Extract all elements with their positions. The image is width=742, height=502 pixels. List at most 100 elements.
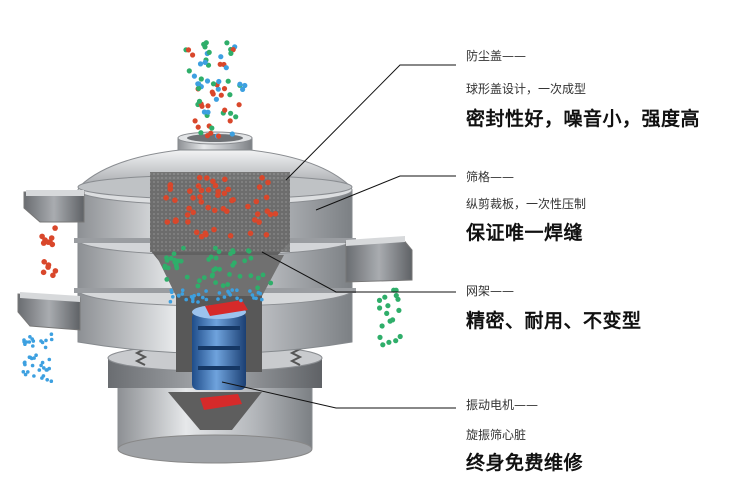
particle [396, 307, 402, 313]
particle [177, 294, 181, 298]
particle [237, 81, 243, 87]
particle [209, 273, 215, 279]
particle [196, 85, 202, 91]
particle [32, 356, 36, 360]
particle [205, 187, 212, 193]
particle [197, 194, 203, 200]
particle [40, 376, 44, 380]
particle [195, 183, 202, 189]
particle [225, 78, 231, 84]
particle [48, 235, 55, 241]
particle [172, 197, 178, 203]
particle [242, 258, 248, 264]
particle [268, 280, 274, 286]
particle [239, 298, 243, 303]
particle [168, 299, 173, 304]
particle [203, 40, 209, 46]
particle [233, 114, 239, 120]
particle [30, 363, 35, 368]
particle [235, 288, 239, 293]
particle [237, 273, 243, 279]
particle [204, 78, 211, 84]
particle [228, 110, 234, 116]
particle [227, 118, 233, 124]
particle [23, 342, 27, 347]
particle [195, 124, 201, 130]
particle [49, 332, 54, 337]
particle [196, 292, 201, 297]
particle [21, 370, 26, 374]
particle [248, 255, 254, 261]
particle [247, 230, 254, 237]
particle [171, 251, 177, 257]
callout-lid-subtitle: 球形盖设计，一次成型 [466, 82, 587, 96]
particle [253, 198, 260, 205]
particle [185, 219, 191, 225]
particle [197, 61, 204, 67]
particle [221, 86, 228, 92]
particle-flow [21, 40, 403, 384]
particle [260, 297, 264, 302]
particle [213, 255, 219, 261]
particle [379, 323, 385, 329]
particle [221, 190, 228, 197]
particle [165, 265, 171, 271]
particle [213, 280, 219, 285]
particle [218, 92, 224, 98]
particle [27, 355, 32, 360]
particle [235, 296, 239, 301]
particle [216, 133, 222, 139]
particle [198, 187, 205, 194]
particle [202, 44, 208, 50]
particle [198, 199, 205, 205]
particle [22, 338, 26, 342]
particle [210, 178, 216, 185]
particle [52, 268, 59, 274]
particle [248, 289, 252, 293]
particle [198, 130, 204, 136]
particle [211, 207, 218, 214]
particle [216, 249, 222, 255]
particle [32, 374, 36, 378]
particle [198, 76, 204, 82]
particle [44, 338, 48, 343]
particle [236, 102, 242, 108]
particle [228, 251, 233, 257]
vibration-motor [192, 300, 248, 410]
particle [220, 205, 227, 212]
particle [215, 192, 221, 198]
particle [215, 86, 221, 92]
top-eccentric-weight [205, 300, 248, 316]
particle [211, 267, 217, 273]
particle [30, 337, 34, 341]
particle [240, 86, 246, 92]
particle [49, 379, 54, 384]
particle [208, 130, 214, 136]
particle [256, 184, 263, 190]
particle [255, 275, 261, 281]
particle [50, 272, 56, 279]
particle [178, 258, 184, 264]
particle [204, 289, 208, 293]
particle [224, 40, 230, 46]
particle [206, 49, 212, 56]
particle [386, 339, 392, 345]
particle [195, 81, 201, 87]
particle [209, 89, 215, 95]
particle [184, 212, 191, 218]
particle [185, 47, 192, 53]
particle [164, 277, 170, 282]
particle [267, 211, 274, 218]
callout-motor-subtitle: 旋振筛心脏 [466, 428, 527, 442]
particle [195, 283, 201, 289]
particle [272, 211, 279, 217]
particle [217, 291, 222, 295]
particle [196, 300, 200, 304]
particle [377, 334, 383, 340]
particle [184, 274, 190, 280]
leader-line-lid [285, 64, 456, 181]
particle [49, 337, 54, 342]
particle [210, 81, 217, 87]
particle [190, 195, 196, 201]
